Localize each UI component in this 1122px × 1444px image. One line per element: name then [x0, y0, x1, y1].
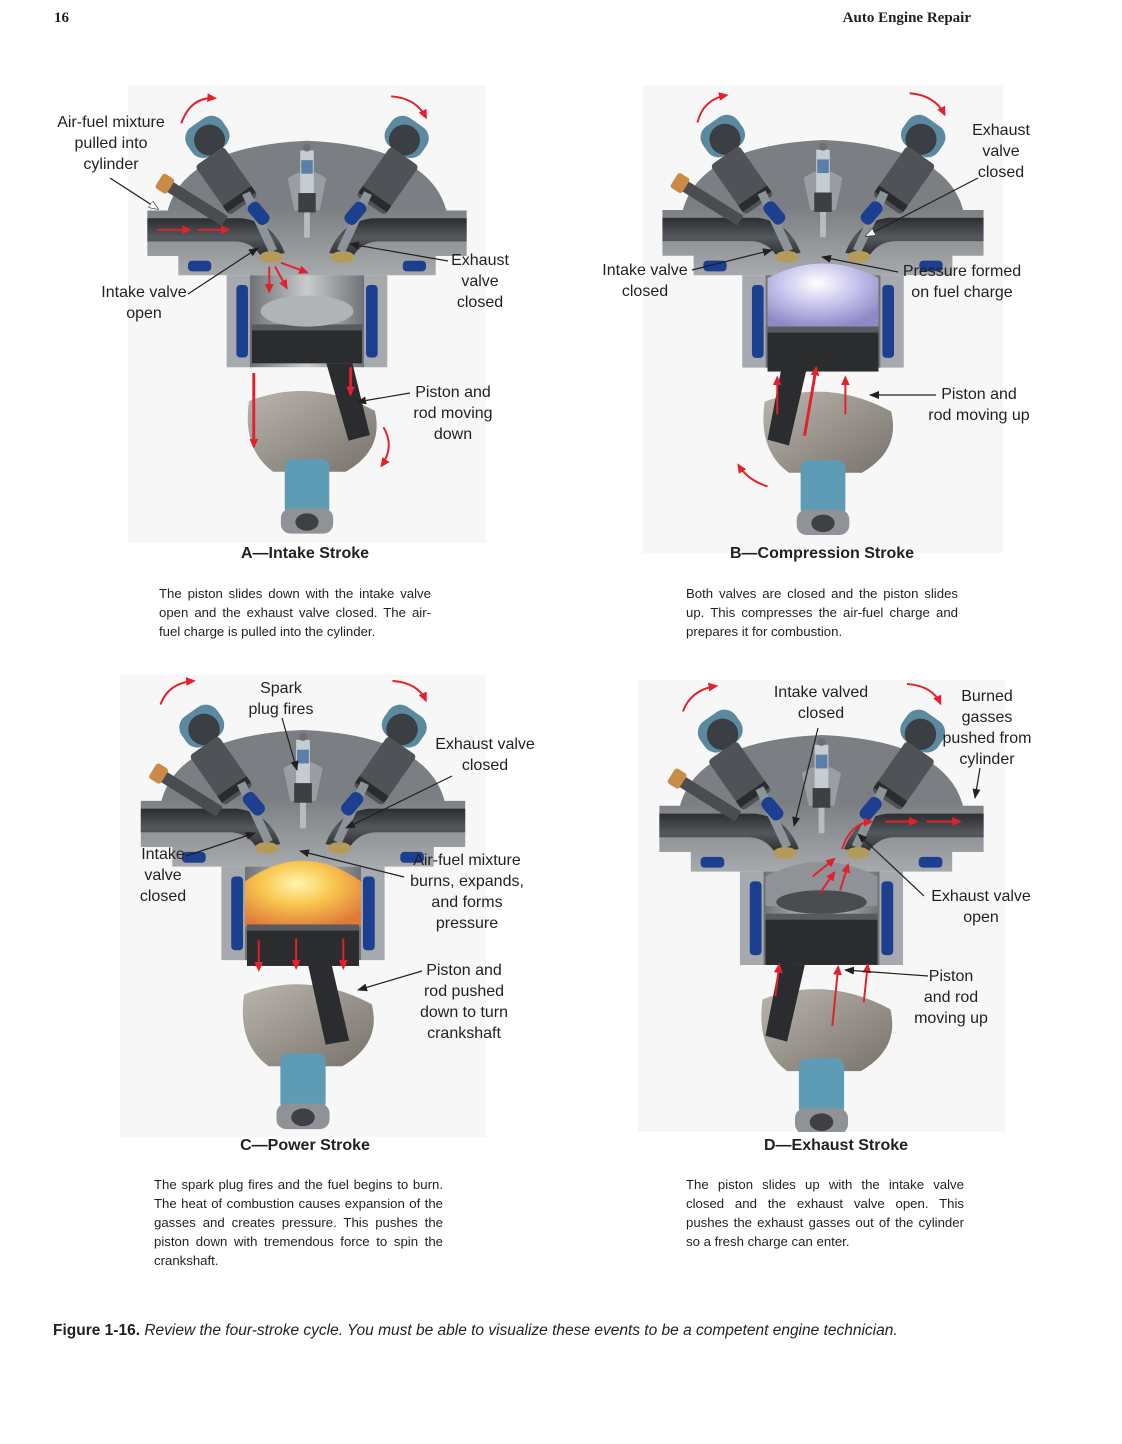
callout-exhaust-valve-open: Exhaust valve open	[931, 888, 1031, 926]
panel-title: D—Exhaust Stroke	[763, 1137, 909, 1154]
exhaust-stroke-illustration	[638, 680, 1005, 1132]
panel-description: Both valves are closed and the piston sl…	[686, 586, 958, 639]
callout-exhaust-valve-closed: Exhaust valve closed	[435, 736, 535, 774]
panel-description: The piston slides up with the intake val…	[686, 1177, 964, 1249]
panel-description: The piston slides down with the intake v…	[159, 586, 431, 639]
panel-title: C—Power Stroke	[240, 1137, 370, 1154]
page-number: 16	[54, 10, 69, 26]
callout-pressure-formed: Pressure formed on fuel charge	[902, 263, 1022, 301]
callout-piston-rod-moving-up: Piston and rod moving up	[914, 968, 988, 1027]
callout-air-fuel-mixture-pulled: Air-fuel mixture pulled into cylinder	[57, 114, 165, 173]
callout-piston-rod-moving-down: Piston and rod moving down	[413, 384, 493, 443]
callout-intake-valve-closed: Intake valve closed	[139, 846, 187, 905]
callout-exhaust-valve-closed: Exhaust valve closed	[451, 252, 509, 311]
callout-intake-valve-closed: Intake valve closed	[602, 262, 688, 300]
callout-piston-rod-moving-up: Piston and rod moving up	[928, 386, 1030, 424]
compression-stroke-illustration	[643, 85, 1003, 553]
running-head: Auto Engine Repair	[842, 10, 971, 26]
intake-stroke-illustration	[128, 85, 486, 543]
figure-caption-text: Review the four-stroke cycle. You must b…	[144, 1322, 898, 1339]
callout-piston-rod-pushed-down: Piston and rod pushed down to turn crank…	[419, 962, 509, 1042]
power-stroke-illustration	[120, 675, 486, 1137]
panel-title: A—Intake Stroke	[240, 545, 370, 562]
callout-intake-valve-open: Intake valve open	[101, 284, 187, 322]
callout-air-fuel-burns: Air-fuel mixture burns, expands, and for…	[410, 852, 524, 932]
figure-label: Figure 1-16.	[53, 1322, 140, 1339]
callout-exhaust-valve-closed: Exhaust valve closed	[972, 122, 1030, 181]
figure-caption: Figure 1-16. Review the four-stroke cycl…	[53, 1322, 898, 1340]
panel-description: The spark plug fires and the fuel begins…	[154, 1177, 443, 1268]
callout-intake-valved-closed: Intake valved closed	[773, 684, 869, 722]
panel-title: B—Compression Stroke	[729, 545, 915, 562]
callout-spark-plug-fires: Spark plug fires	[248, 680, 314, 718]
callout-burned-gasses-pushed: Burned gasses pushed from cylinder	[942, 688, 1032, 768]
